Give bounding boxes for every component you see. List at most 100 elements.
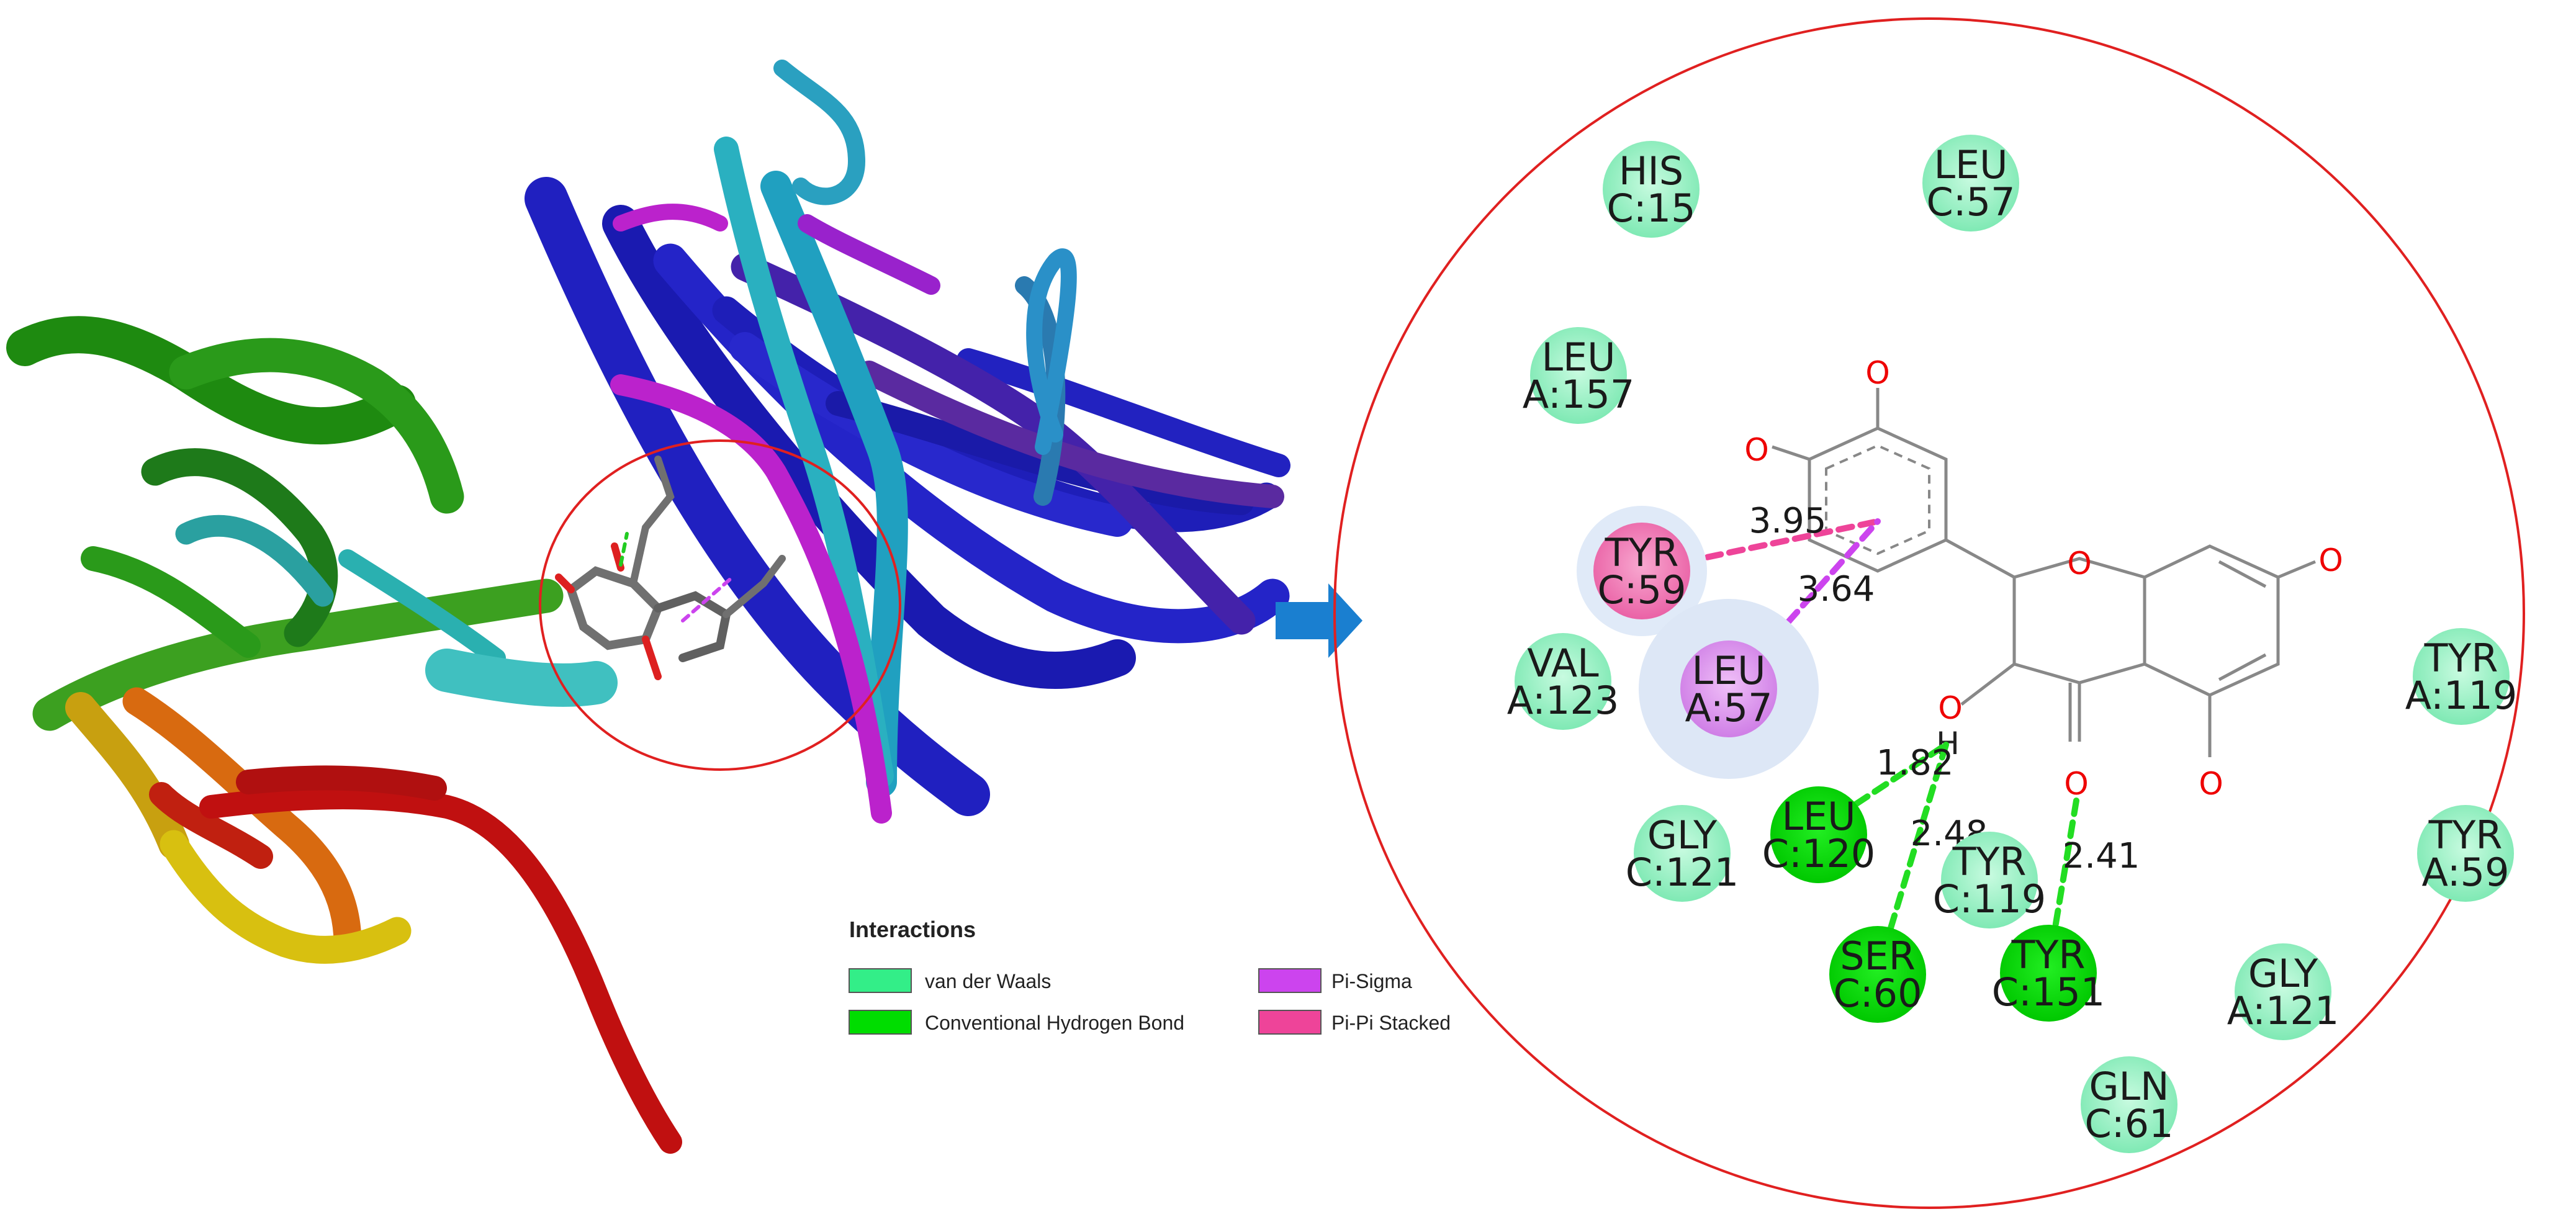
residue-name: GLY	[1647, 812, 1717, 858]
residue-chain-id: A:123	[1507, 678, 1619, 723]
residue-name: TYR	[2428, 812, 2503, 858]
residue-name: LEU	[1781, 794, 1855, 839]
residue-disc	[2417, 805, 2514, 902]
residue-disc	[1634, 805, 1731, 902]
residue-chain-id: A:59	[2421, 850, 2509, 895]
ligand-2d-structure	[1772, 388, 2316, 757]
interaction-diagram-circle	[1333, 17, 2525, 1209]
oxygen-atom-label: O	[2067, 546, 2091, 582]
atom-labels: O O O O O H O O	[1744, 355, 2343, 802]
distance-labels: 3.95 3.64 1.82 2.48 2.41	[1749, 501, 2140, 876]
legend-title: Interactions	[849, 917, 976, 942]
residue-nodes: HISC:15LEUC:57LEUA:157TYRC:59LEUA:57VALA…	[1507, 135, 2518, 1153]
residue-chain-id: C:60	[1833, 971, 1922, 1016]
distance-label: 2.41	[2063, 836, 2140, 876]
residue-chain-id: C:120	[1762, 831, 1876, 876]
residue-name: TYR	[2011, 932, 2086, 978]
legend-label-pi-sigma: Pi-Sigma	[1331, 970, 1412, 992]
h-bond-line	[1875, 742, 1949, 974]
residue-chain-id: A:119	[2405, 673, 2518, 718]
residue-name: TYR	[1952, 839, 2027, 884]
resorcinol-double-bonds	[2218, 560, 2267, 681]
legend-label-pi-pi-stacked: Pi-Pi Stacked	[1331, 1012, 1451, 1034]
residue-chain-id: C:15	[1606, 186, 1695, 231]
residue-chain-id: C:57	[1926, 179, 2015, 225]
residue-name: TYR	[1605, 530, 1679, 575]
residue-name: LEU	[1691, 648, 1765, 693]
distance-label: 3.64	[1798, 569, 1875, 609]
legend-label-conventional-hydrogen-bond: Conventional Hydrogen Bond	[925, 1012, 1184, 1034]
residue-chain-id: C:151	[1992, 969, 2105, 1015]
residue-disc	[1941, 832, 2038, 928]
legend-swatch-pi-sigma	[1258, 968, 1322, 993]
residue-chain-id: C:119	[1933, 876, 2047, 922]
residue-chain-id: C:61	[2084, 1101, 2173, 1146]
residue-name: HIS	[1619, 148, 1683, 194]
legend-item-conventional-hydrogen-bond: Conventional Hydrogen Bond	[849, 1010, 1184, 1035]
residue-disc	[1922, 135, 2019, 231]
residue-name: LEU	[1541, 335, 1615, 380]
residue-name: VAL	[1527, 640, 1599, 686]
residue-disc	[1515, 633, 1611, 730]
legend-label-van-der-waals: van der Waals	[925, 970, 1051, 992]
residue-disc	[1593, 523, 1690, 619]
residue-chain-id: A:57	[1685, 685, 1772, 730]
oxygen-atom-label: O	[2199, 766, 2223, 802]
pi-pi-stacked-line	[1639, 518, 1881, 574]
oxygen-atom-label: O	[2064, 766, 2088, 802]
residue-chain-id: A:121	[2227, 988, 2340, 1033]
arrow-right-icon	[1276, 583, 1362, 658]
residue-name: LEU	[1934, 142, 2007, 187]
oxygen-atom-label: O	[1865, 355, 1889, 391]
oxygen-atom-label: O	[2318, 542, 2343, 578]
alpha-beta-domain	[6, 316, 682, 1154]
oxygen-atom-label: O	[1938, 690, 1962, 726]
residue-name: GLN	[2089, 1064, 2169, 1109]
residue-disc	[2081, 1056, 2177, 1153]
residue-chain-id: C:121	[1626, 850, 1739, 895]
residue-disc	[2235, 943, 2331, 1040]
aromatic-inner-ring	[1825, 444, 1930, 555]
legend-swatch-van-der-waals	[849, 968, 912, 993]
residue-name: SER	[1840, 933, 1916, 979]
distance-label: 1.82	[1876, 743, 1954, 783]
residue-disc	[2413, 628, 2510, 725]
legend-swatch-conventional-hydrogen-bond	[849, 1010, 912, 1035]
protein-ribbon-structure	[6, 60, 1290, 1154]
legend-item-pi-pi-stacked: Pi-Pi Stacked	[1258, 1010, 1451, 1035]
residue-chain-id: A:157	[1523, 372, 1635, 417]
residue-name: GLY	[2248, 951, 2318, 996]
legend-swatch-pi-pi-stacked	[1258, 1010, 1322, 1035]
oxygen-atom-label: O	[1744, 432, 1768, 468]
residue-disc	[1680, 640, 1777, 737]
legend-item-van-der-waals: van der Waals	[849, 968, 1051, 993]
residue-name: TYR	[2424, 636, 2498, 681]
distance-label: 3.95	[1749, 501, 1827, 541]
residue-disc	[1829, 926, 1926, 1023]
residue-disc	[2000, 925, 2097, 1022]
ligand-stick-model	[555, 456, 786, 680]
phenyl-ring	[1808, 426, 1948, 573]
binding-site-circle	[539, 439, 901, 771]
resorcinol-ring	[2143, 544, 2280, 697]
residue-disc	[1770, 786, 1867, 883]
residue-chain-id: C:59	[1597, 567, 1686, 613]
legend-item-pi-sigma: Pi-Sigma	[1258, 968, 1412, 993]
beta-sheet-domain	[525, 60, 1290, 824]
